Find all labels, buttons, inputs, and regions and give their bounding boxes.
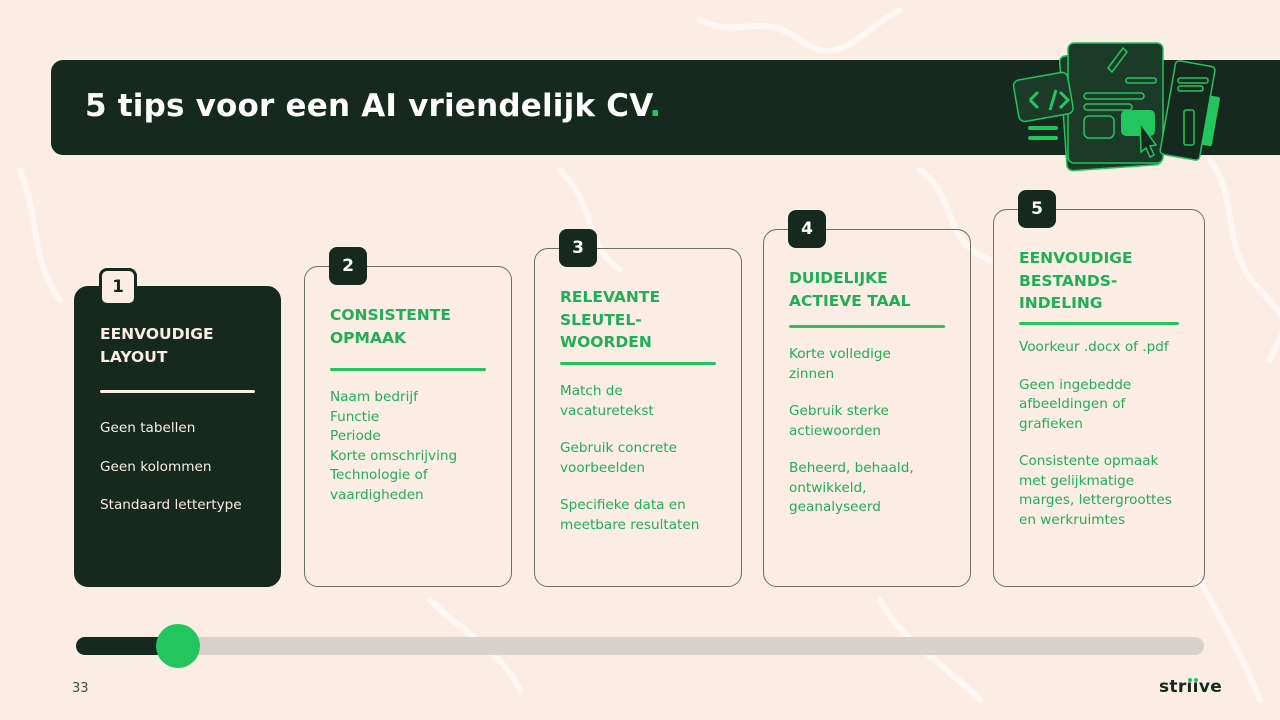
tip-item: Beheerd, behaald, ontwikkeld, geanalysee… [789, 460, 914, 515]
tip-title: RELEVANTE SLEUTEL- WOORDEN [560, 288, 661, 351]
tip-item: Voorkeur .docx of .pdf [1019, 339, 1169, 355]
logo-i: i [1193, 677, 1199, 697]
tip-item: Standaard lettertype [100, 497, 242, 513]
title-accent-dot: . [649, 88, 662, 124]
tip-item: Korte volledige zinnen [789, 346, 891, 382]
tip-title: CONSISTENTE OPMAAK [330, 306, 451, 347]
tip-item: Geen tabellen [100, 420, 196, 436]
logo-text-suffix: ve [1198, 677, 1223, 697]
tip-number-badge: 2 [329, 247, 367, 285]
tip-item: Gebruik sterke actiewoorden [789, 403, 889, 439]
tip-title: EENVOUDIGE LAYOUT [100, 325, 214, 366]
tip-number-badge: 1 [99, 268, 137, 306]
tip-item: Naam bedrijf Functie Periode Korte omsch… [330, 389, 458, 503]
tip-item: Geen ingebedde afbeeldingen of grafieken [1019, 376, 1132, 432]
tip-card-3[interactable]: 3 RELEVANTE SLEUTEL- WOORDEN Match de va… [534, 229, 742, 587]
tip-body: Geen tabellen Geen kolommen Standaard le… [100, 419, 266, 516]
tip-title: EENVOUDIGE BESTANDS- INDELING [1019, 249, 1133, 312]
tip-body: Match de vacaturetekst Gebruik concrete … [560, 382, 727, 535]
title-text: 5 tips voor een AI vriendelijk CV [85, 88, 650, 124]
tip-item: Geen kolommen [100, 458, 212, 475]
tip-body: Naam bedrijf Functie Periode Korte omsch… [330, 388, 497, 505]
logo-text-prefix: str [1159, 677, 1187, 697]
tip-divider [1019, 322, 1179, 325]
progress-thumb[interactable] [156, 624, 200, 668]
cv-document-illustration-icon [1012, 42, 1220, 172]
tip-title: DUIDELIJKE ACTIEVE TAAL [789, 269, 911, 310]
tip-item: Match de vacaturetekst [560, 383, 654, 419]
tip-number-badge: 4 [788, 210, 826, 248]
tip-divider [100, 390, 255, 393]
tip-card-5[interactable]: 5 EENVOUDIGE BESTANDS- INDELING Voorkeur… [993, 190, 1205, 587]
striive-logo: striive [1159, 677, 1222, 697]
tip-body: Voorkeur .docx of .pdf Geen ingebedde af… [1019, 338, 1190, 530]
tip-card-4[interactable]: 4 DUIDELIJKE ACTIEVE TAAL Korte volledig… [763, 210, 971, 587]
tip-divider [789, 325, 945, 328]
page-title: 5 tips voor een AI vriendelijk CV. [85, 88, 661, 124]
tip-number-badge: 3 [559, 229, 597, 267]
progress-track[interactable] [76, 637, 1204, 655]
tip-body: Korte volledige zinnen Gebruik sterke ac… [789, 345, 956, 518]
tip-item: Gebruik concrete voorbeelden [560, 440, 677, 476]
tip-divider [330, 368, 486, 371]
tip-item: Consistente opmaak met gelijkmatige marg… [1019, 453, 1172, 528]
tip-card-1[interactable]: 1 EENVOUDIGE LAYOUT Geen tabellen Geen k… [74, 268, 281, 587]
tip-card-2[interactable]: 2 CONSISTENTE OPMAAK Naam bedrijf Functi… [304, 247, 512, 587]
tip-divider [560, 362, 716, 365]
page-number: 33 [72, 681, 89, 696]
logo-i-green-dot: i [1193, 677, 1199, 697]
tip-number-badge: 5 [1018, 190, 1056, 228]
tip-item: Specifieke data en meetbare resultaten [560, 497, 700, 533]
